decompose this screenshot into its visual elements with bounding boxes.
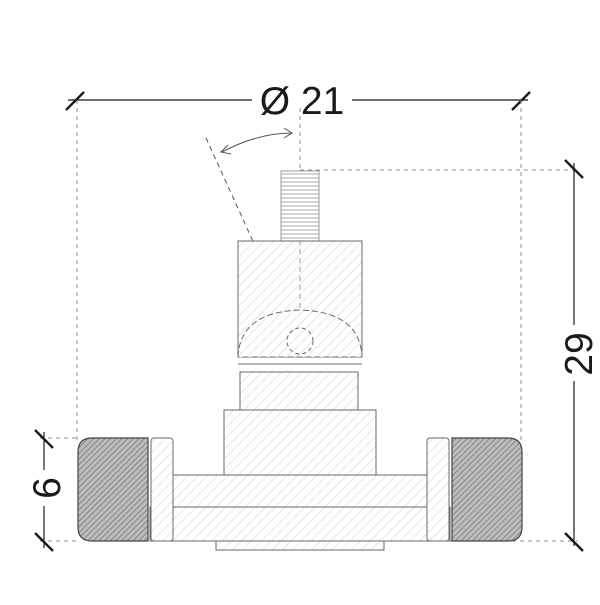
cross-tube bbox=[172, 474, 428, 508]
bottom-foot bbox=[215, 540, 385, 551]
ball-joint-dome bbox=[237, 309, 363, 358]
neck-ring bbox=[239, 371, 359, 411]
height-label: 29 bbox=[558, 332, 600, 375]
right-washer bbox=[426, 437, 450, 542]
diameter-dimension bbox=[65, 84, 531, 116]
pivot-point bbox=[286, 327, 314, 355]
threaded-stud bbox=[280, 170, 320, 242]
diameter-label: Ø 21 bbox=[260, 80, 345, 123]
left-washer bbox=[150, 437, 174, 542]
base-plate bbox=[149, 506, 451, 542]
height-dimension bbox=[556, 159, 592, 552]
left-knob bbox=[77, 437, 149, 542]
thickness-dimension bbox=[26, 429, 62, 552]
right-knob bbox=[451, 437, 523, 542]
thickness-label: 6 bbox=[26, 477, 69, 499]
